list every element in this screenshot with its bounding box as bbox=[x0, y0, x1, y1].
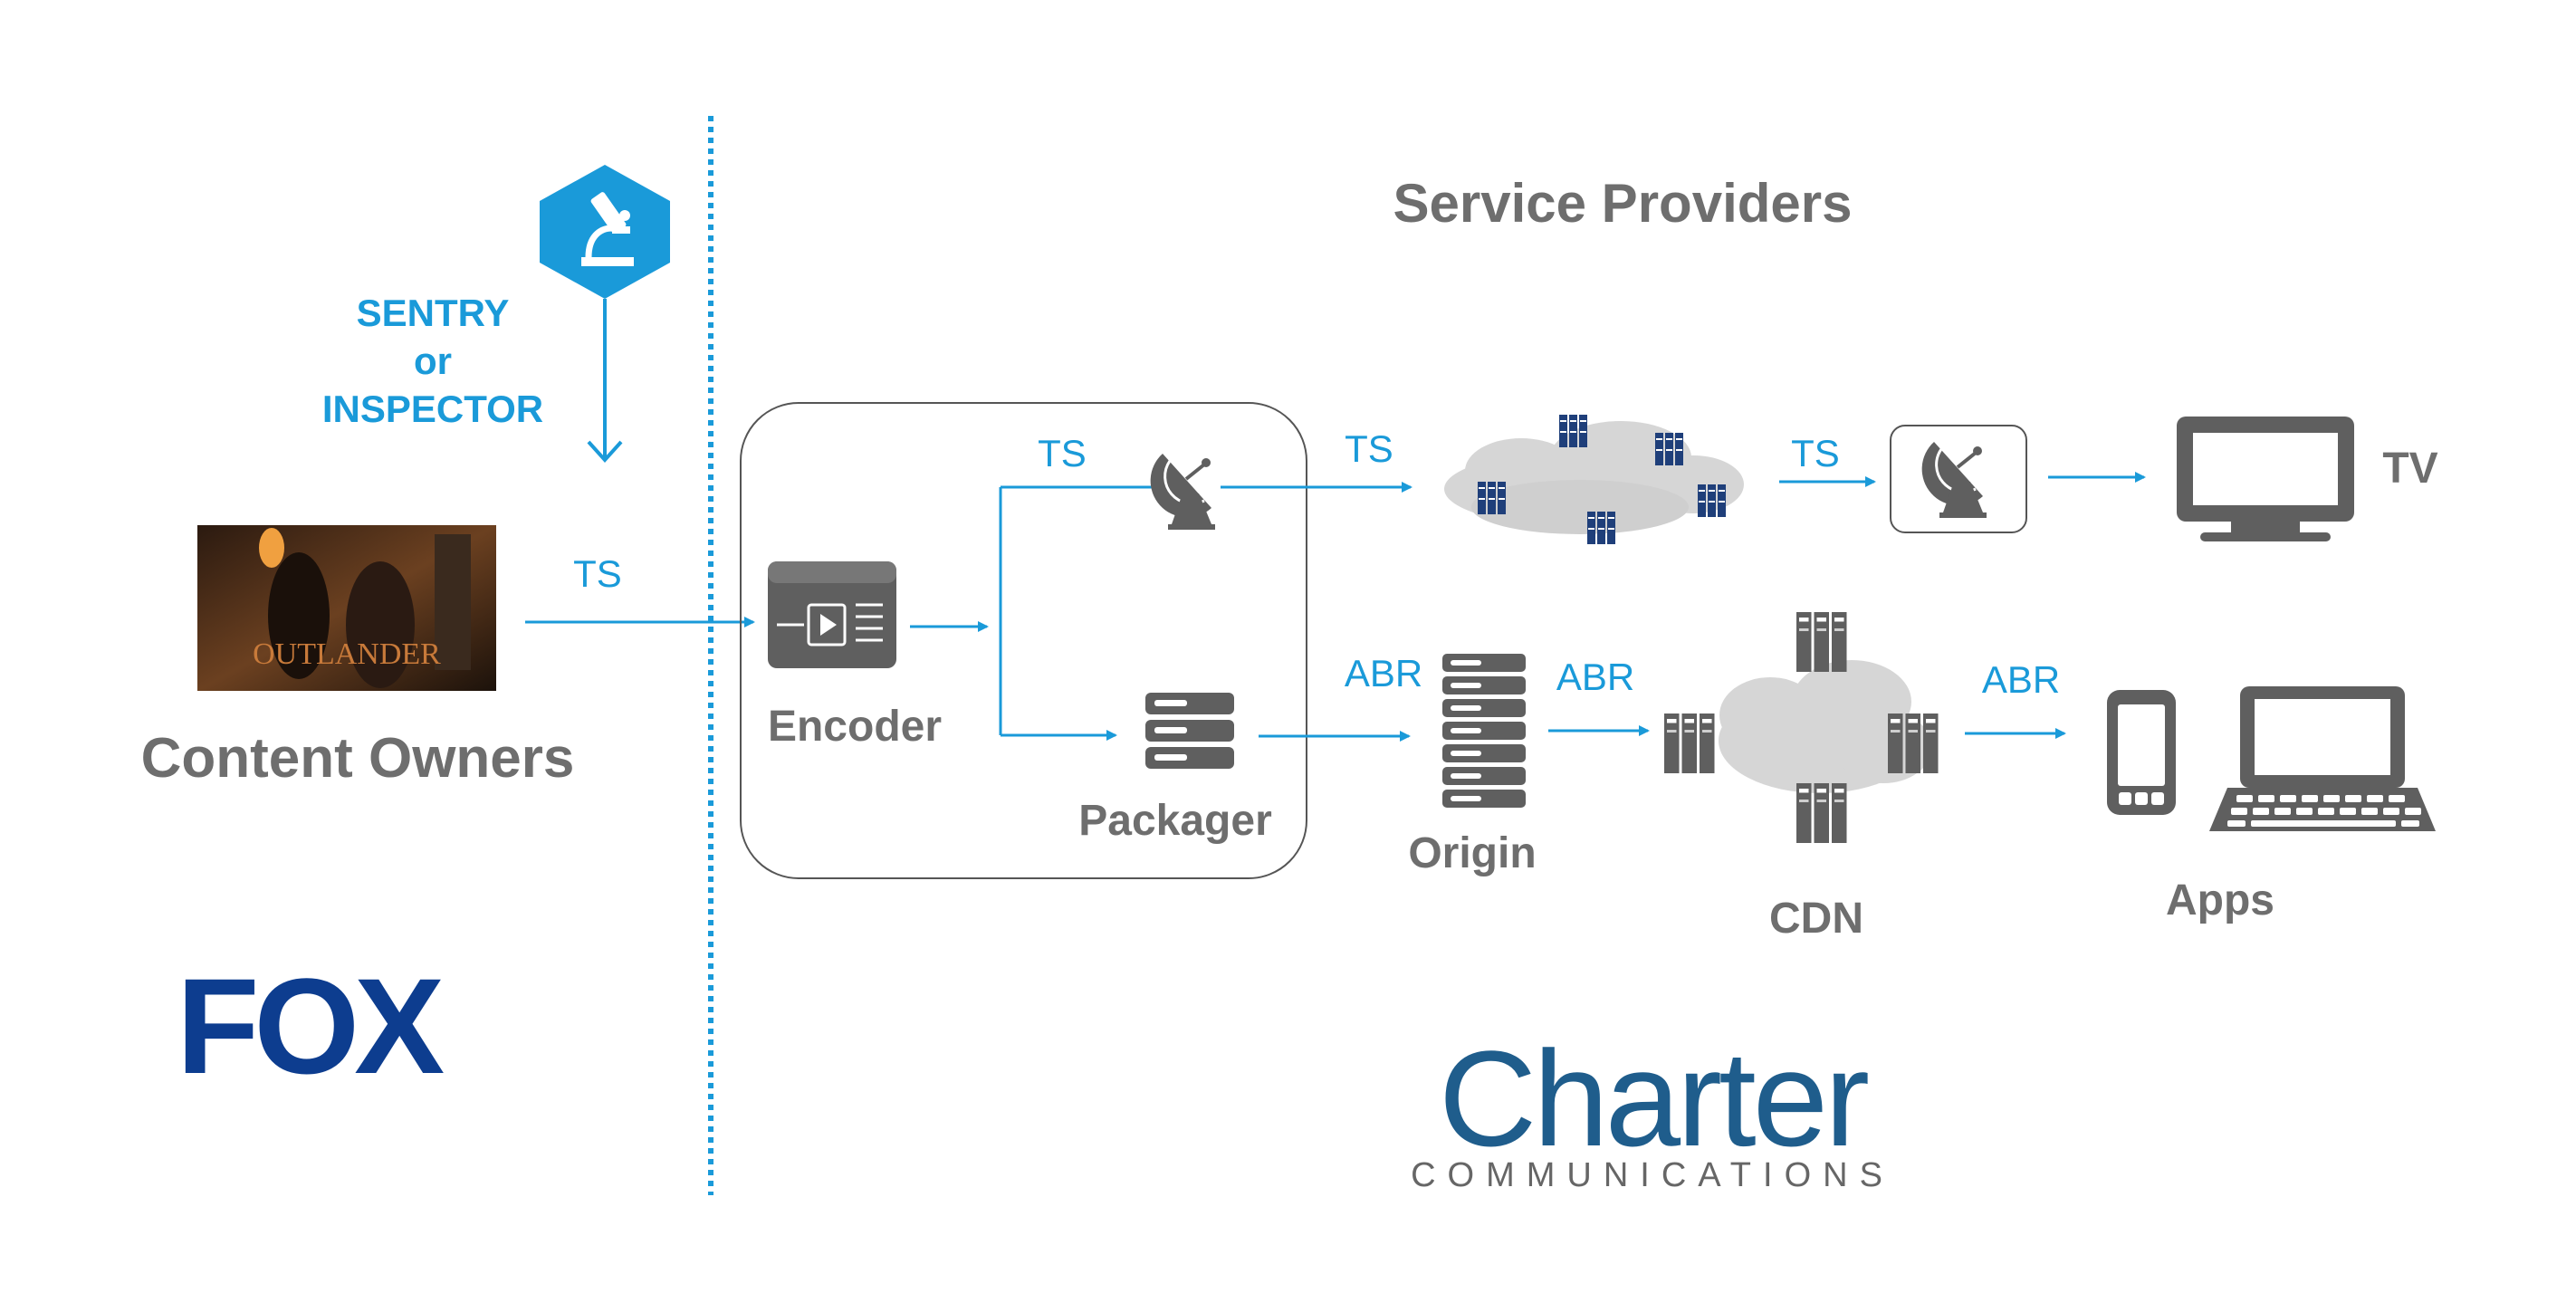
tv-icon bbox=[2177, 417, 2354, 541]
cloud-server-icon bbox=[1587, 512, 1615, 544]
service-providers-heading: Service Providers bbox=[1393, 173, 1853, 234]
cloud-server-icon bbox=[1559, 415, 1587, 447]
ts-to-cloud-label: TS bbox=[1345, 427, 1393, 470]
abr-origin-label: ABR bbox=[1556, 656, 1634, 698]
cdn-label: CDN bbox=[1769, 895, 1863, 943]
phone-icon bbox=[2107, 690, 2176, 815]
cloud-server-icon bbox=[1478, 482, 1506, 514]
abr-packager-label: ABR bbox=[1345, 652, 1422, 694]
ts-to-receiver-label: TS bbox=[1791, 432, 1840, 474]
encoder-label: Encoder bbox=[768, 703, 942, 751]
charter-logo: Charter bbox=[1439, 1022, 1868, 1174]
packager-label: Packager bbox=[1078, 797, 1272, 845]
cdn-server-icon bbox=[1796, 612, 1847, 672]
abr-cdn-label: ABR bbox=[1982, 658, 2060, 701]
microscope-icon bbox=[540, 165, 670, 299]
laptop-icon bbox=[2209, 686, 2436, 831]
cdn-server-icon bbox=[1796, 783, 1847, 843]
charter-logo-subtitle: COMMUNICATIONS bbox=[1411, 1156, 1894, 1194]
apps-label: Apps bbox=[2166, 876, 2274, 924]
tv-label: TV bbox=[2382, 445, 2437, 493]
sentry-label-line1: SENTRY bbox=[357, 292, 510, 334]
satellite-dish-icon bbox=[1148, 452, 1217, 532]
cloud-server-icon bbox=[1655, 433, 1683, 465]
thumbnail-title: OUTLANDER bbox=[253, 637, 441, 671]
content-thumbnail: OUTLANDER bbox=[197, 525, 496, 691]
fox-logo: FOX bbox=[177, 950, 444, 1102]
sentry-label-line2: or bbox=[414, 340, 452, 382]
encoder-icon bbox=[768, 561, 896, 668]
cdn-server-icon bbox=[1664, 714, 1715, 773]
headend-box bbox=[740, 402, 1307, 879]
content-owners-heading: Content Owners bbox=[141, 727, 575, 790]
ts-branch-label: TS bbox=[1038, 432, 1087, 474]
packager-icon bbox=[1145, 693, 1234, 769]
sentry-label-line3: INSPECTOR bbox=[322, 388, 543, 430]
origin-label: Origin bbox=[1408, 829, 1536, 877]
origin-server-icon bbox=[1442, 654, 1526, 808]
ts-input-label: TS bbox=[573, 552, 622, 595]
cloud-server-icon bbox=[1698, 484, 1726, 517]
cdn-server-icon bbox=[1888, 714, 1939, 773]
